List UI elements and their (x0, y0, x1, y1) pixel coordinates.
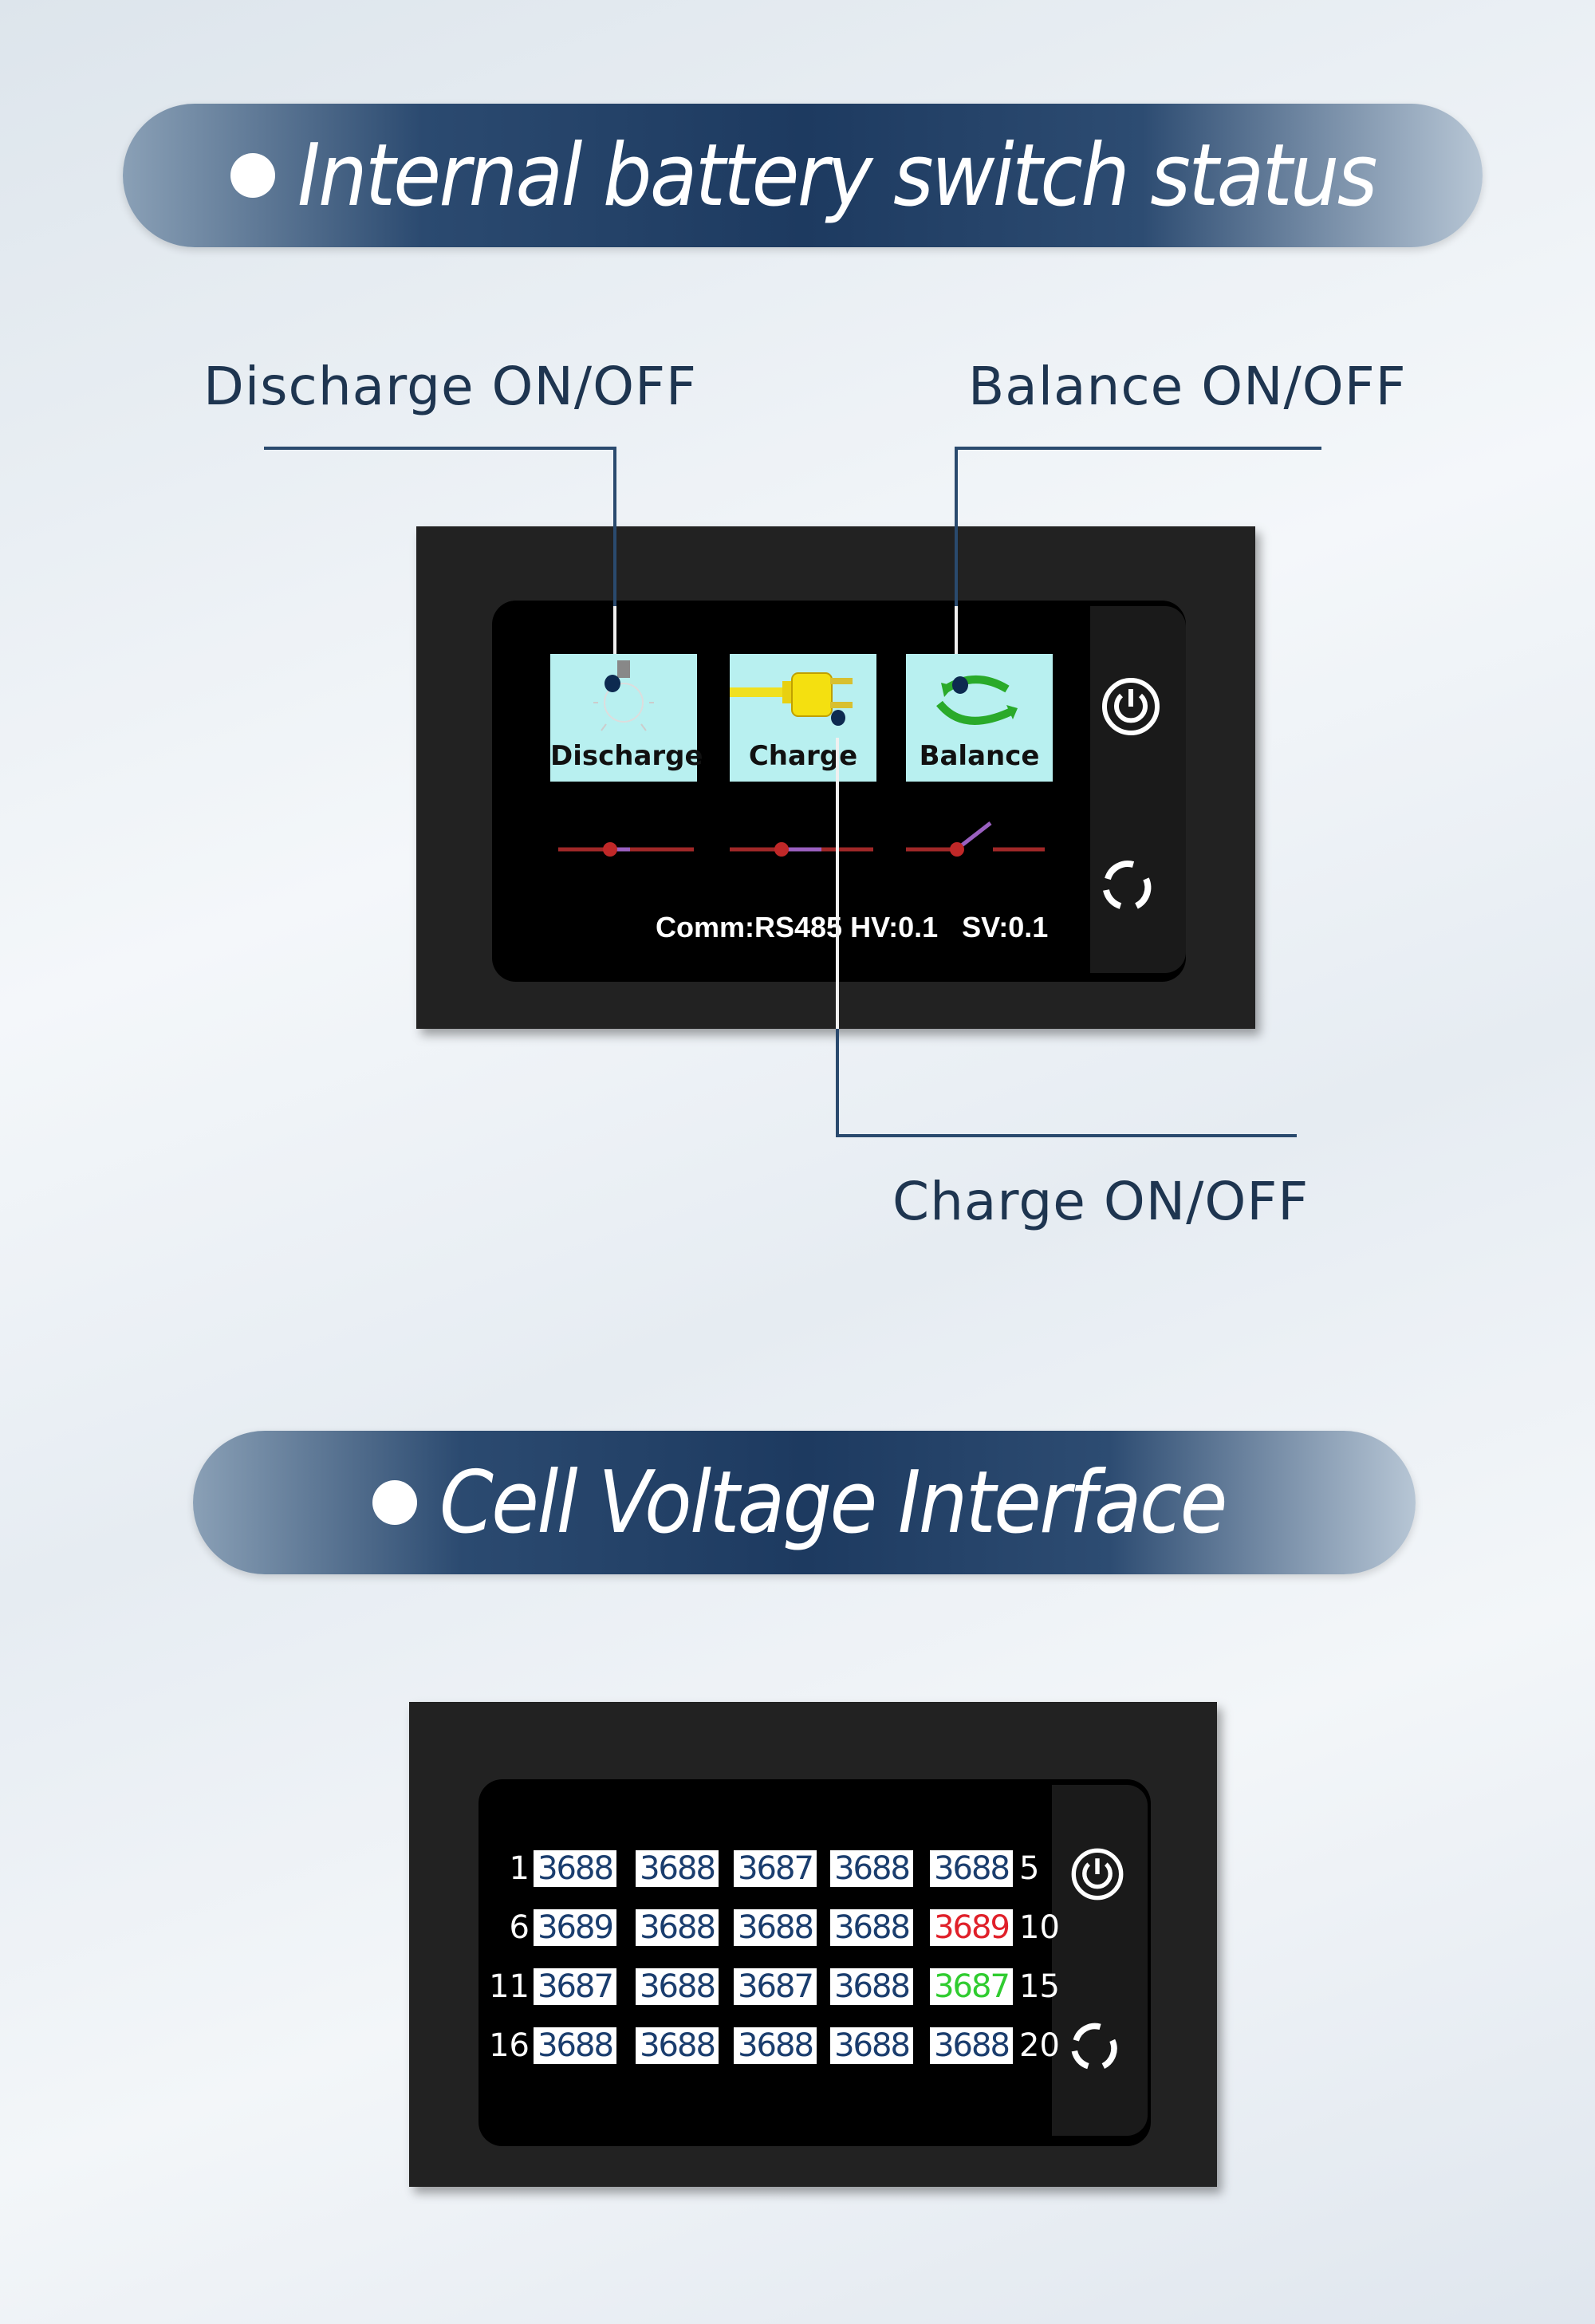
section-title: Cell Voltage Interface (439, 1452, 1227, 1553)
sv-version: SV:0.1 (962, 911, 1049, 943)
charge-switch-closed (730, 842, 873, 857)
cell-voltage: 3688 (636, 2027, 719, 2064)
power-icon[interactable] (1099, 675, 1163, 739)
comm-status: Comm:RS485 (656, 911, 843, 943)
callout-discharge: Discharge ON/OFF (203, 356, 697, 417)
plug-icon (730, 672, 853, 717)
refresh-icon[interactable] (1097, 855, 1157, 916)
cell-voltage: 3688 (734, 2027, 817, 2064)
row-end-index: 15 (1019, 1968, 1060, 2005)
cell-voltage: 3687 (734, 1850, 817, 1887)
cell-voltage: 3688 (830, 2027, 913, 2064)
row-start-index: 6 (509, 1909, 530, 1946)
tile-label: Charge (748, 740, 858, 772)
discharge-switch-closed (558, 842, 694, 857)
cell-voltage: 3688 (534, 1850, 616, 1887)
cell-voltage: 3689 (534, 1909, 616, 1946)
light-bulb-icon (593, 660, 654, 731)
cell-voltage: 3688 (636, 1968, 719, 2005)
callout-dot (831, 710, 845, 726)
side-button-panel (1052, 1785, 1148, 2136)
callout-line (264, 447, 616, 450)
cell-voltage: 3688 (636, 1909, 719, 1946)
cell-voltage: 3688 (930, 1850, 1013, 1887)
side-button-panel (1090, 606, 1186, 973)
cell-voltage: 3688 (830, 1850, 913, 1887)
callout-line (955, 447, 958, 606)
callout-line (955, 606, 958, 686)
callout-line (955, 447, 1321, 450)
cell-voltage: 3687 (534, 1968, 616, 2005)
callout-charge: Charge ON/OFF (892, 1171, 1309, 1232)
cell-voltage: 3688 (636, 1850, 719, 1887)
row-end-index: 10 (1019, 1909, 1060, 1946)
balance-switch-open (906, 821, 1045, 857)
tile-balance[interactable]: Balance (906, 654, 1053, 782)
tile-label: Balance (919, 740, 1040, 772)
tile-label: Discharge (550, 740, 703, 772)
refresh-icon[interactable] (1065, 2018, 1123, 2075)
cell-voltage: 3688 (830, 1968, 913, 2005)
tile-charge[interactable]: Charge (730, 654, 876, 782)
cell-voltage: 3689 (930, 1909, 1013, 1946)
callout-line (836, 1029, 839, 1137)
cell-voltage: 3688 (930, 2027, 1013, 2064)
display-screen (478, 1779, 1151, 2146)
callout-line (836, 738, 839, 1033)
cell-voltage: 3687 (930, 1968, 1013, 2005)
callout-dot (952, 676, 968, 694)
section-banner-switch-status: Internal battery switch status (123, 104, 1483, 247)
callout-dot (605, 675, 620, 692)
callout-line (836, 1134, 1297, 1137)
row-start-index: 16 (489, 2027, 530, 2064)
callout-line (613, 447, 616, 606)
tile-discharge[interactable]: Discharge (550, 654, 703, 782)
row-start-index: 1 (509, 1850, 530, 1887)
status-line: Comm:RS485 HV:0.1 SV:0.1 (656, 911, 1048, 944)
cell-voltage: 3688 (534, 2027, 616, 2064)
cycle-arrows-icon (936, 676, 1018, 725)
cell-voltage: 3688 (830, 1909, 913, 1946)
power-icon[interactable] (1069, 1845, 1126, 1903)
callout-line (613, 606, 616, 682)
section-banner-cell-voltage: Cell Voltage Interface (193, 1431, 1416, 1574)
cell-voltage: 3687 (734, 1968, 817, 2005)
row-end-index: 20 (1019, 2027, 1060, 2064)
callout-balance: Balance ON/OFF (968, 356, 1407, 417)
cell-voltage: 3688 (734, 1909, 817, 1946)
bullet-dot (372, 1480, 417, 1525)
switch-indicators (558, 821, 1045, 857)
section-title: Internal battery switch status (297, 125, 1377, 226)
row-end-index: 5 (1019, 1850, 1040, 1887)
row-start-index: 11 (489, 1968, 530, 2005)
bullet-dot (230, 153, 275, 198)
hv-version: HV:0.1 (850, 911, 939, 943)
